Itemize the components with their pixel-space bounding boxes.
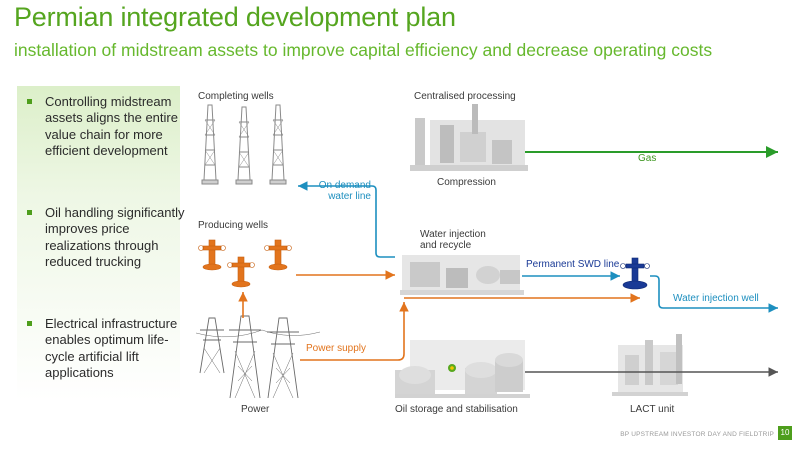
power-supply-line (300, 302, 409, 361)
water-injection-label-line: and recycle (420, 240, 472, 251)
footer-text: BP UPSTREAM INVESTOR DAY AND FIELDTRIP (620, 431, 774, 438)
water-injection-well-label: Water injection well (673, 293, 759, 304)
water-injection-label-line: Water injection (420, 229, 486, 240)
bullet-panel: Controlling midstream assets aligns the … (17, 86, 184, 401)
compression-plant-icon (410, 104, 528, 171)
compression-label: Compression (437, 177, 496, 188)
completing-wells-label: Completing wells (198, 91, 274, 102)
on-demand-label: On demand water line (313, 180, 371, 202)
on-demand-label-line: On demand (318, 180, 371, 191)
bullet-item: Controlling midstream assets aligns the … (27, 94, 195, 159)
power-supply-label: Power supply (306, 343, 367, 354)
oil-storage-label: Oil storage and stabilisation (395, 404, 518, 415)
bullet-item: Oil handling significantly improves pric… (27, 205, 195, 270)
page-number: 10 (778, 426, 792, 440)
bullet-text: Controlling midstream assets aligns the … (45, 94, 178, 158)
power-label: Power (241, 404, 270, 415)
lact-unit-label: LACT unit (630, 404, 675, 415)
page-title: Permian integrated development plan (14, 2, 456, 32)
on-demand-label-line: water line (328, 191, 371, 202)
gas-label: Gas (638, 153, 657, 164)
bullet-marker (27, 210, 32, 215)
page-subtitle: installation of midstream assets to impr… (14, 40, 713, 60)
producing-wells-label: Producing wells (198, 220, 269, 231)
water-injection-well-line (650, 275, 778, 313)
power-pylons-icon (195, 315, 321, 399)
bullet-item: Electrical infrastructure enables optimu… (27, 316, 195, 381)
on-demand-water-line (298, 181, 395, 258)
bullet-marker (27, 99, 32, 104)
permanent-swd-label: Permanent SWD line (526, 259, 620, 270)
bullet-text: Oil handling significantly improves pric… (45, 205, 185, 269)
producing-wells-icon (198, 239, 292, 288)
oil-storage-icon (395, 340, 530, 398)
bullet-marker (27, 321, 32, 326)
water-injection-plant-icon (400, 255, 524, 295)
bullet-text: Electrical infrastructure enables optimu… (45, 316, 178, 380)
water-injection-label: Water injection and recycle (420, 229, 486, 251)
lact-unit-icon (612, 334, 688, 396)
water-injection-well-icon (620, 257, 650, 290)
completing-wells-icon (201, 104, 287, 185)
centralised-processing-label: Centralised processing (414, 91, 516, 102)
